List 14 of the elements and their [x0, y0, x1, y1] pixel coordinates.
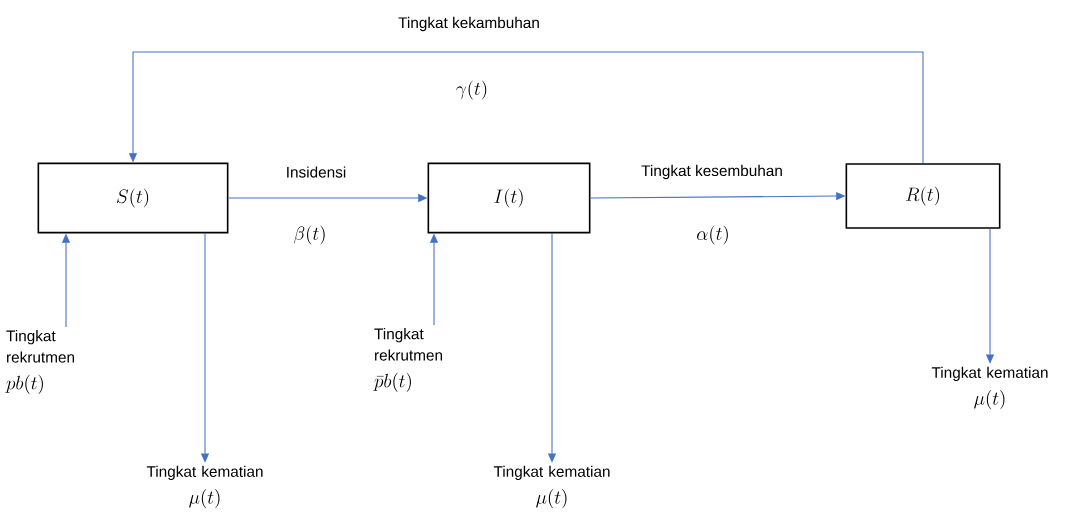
edge-label: Tingkat kesembuhan	[639, 163, 785, 181]
rate-label: Tingkat kematian $\mu(t)$	[493, 465, 610, 509]
rate-symbol: $\alpha(t)$	[697, 225, 728, 245]
compartment-box: $R(t)$	[845, 163, 1001, 229]
edge-label: Tingkat kekambuhan	[396, 15, 542, 33]
compartment-box: $I(t)$	[427, 162, 591, 234]
compartment-box: $S(t)$	[37, 162, 229, 234]
edge-label: Insidensi	[284, 165, 348, 179]
rate-label: Tingkat kematian $\mu(t)$	[931, 366, 1048, 410]
rate-symbol: $\gamma(t)$	[456, 80, 487, 100]
rate-label: Tingkat kematian $\mu(t)$	[146, 465, 263, 509]
rate-symbol: $\beta(t)$	[294, 225, 325, 245]
rate-label: Tingkat rekrutmen $\bar{p}b(t)$	[373, 328, 443, 392]
rate-label: Tingkat rekrutmen $pb(t)$	[5, 330, 74, 394]
